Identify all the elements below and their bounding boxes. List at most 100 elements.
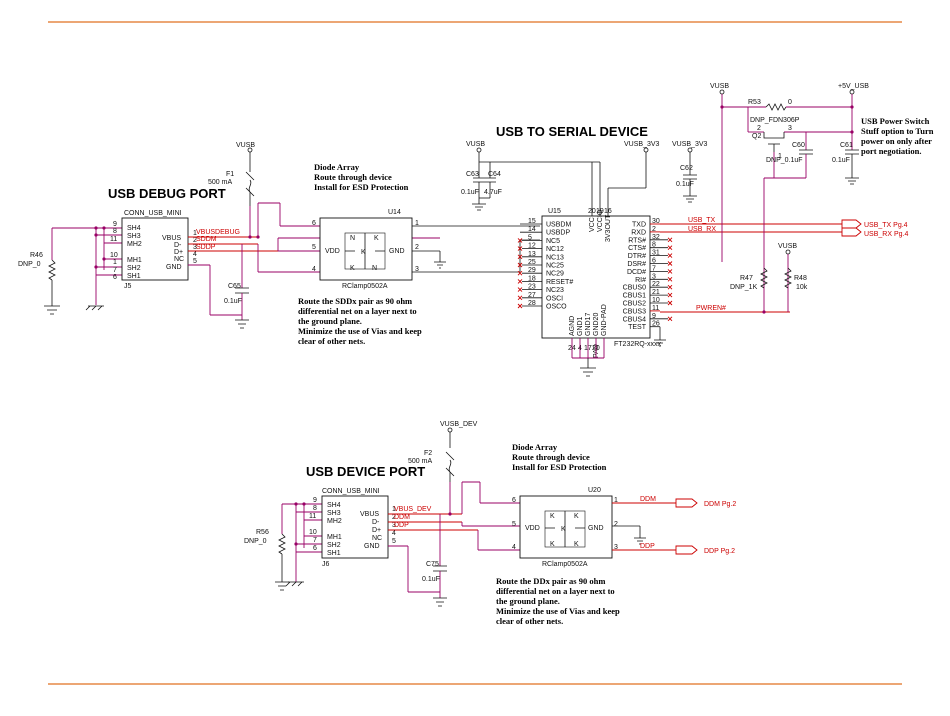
- q2-pin: 3: [788, 125, 792, 132]
- u14-pin: 6: [312, 220, 316, 227]
- pin-num: 8: [313, 505, 317, 512]
- u15-right-pin-num: 8: [652, 242, 656, 249]
- u14-pin: 2: [415, 244, 419, 251]
- debug-diode-note-2: Route through device: [314, 172, 392, 182]
- pin-num: 5: [392, 538, 396, 545]
- svg-text:K: K: [361, 249, 366, 256]
- r46-ref: R46: [30, 252, 43, 259]
- device-diode-note-1: Diode Array: [512, 442, 558, 452]
- top-pin-num: 20: [588, 208, 596, 215]
- pin-num: 8: [113, 228, 117, 235]
- pin-num: 9: [313, 497, 317, 504]
- u15-left-pin-name: RESET#: [546, 279, 573, 286]
- debug-route-note-1: Route the SDDx pair as 90 ohm: [298, 296, 412, 306]
- net-ddp: DDP: [394, 522, 409, 529]
- r47-value: DNP_1K: [730, 284, 758, 291]
- u15-right-pin-name: DCD#: [627, 269, 646, 276]
- pin-num: 9: [113, 221, 117, 228]
- power-note-4: port negotiation.: [861, 146, 921, 156]
- serial-3v3-b: VUSB_3V3: [672, 141, 708, 148]
- pin-num: 11: [110, 236, 117, 243]
- pin-num: 10: [110, 252, 118, 259]
- bottom-pin: GND1: [577, 316, 584, 336]
- no-connect-mark: [667, 237, 673, 243]
- svg-text:K: K: [350, 265, 355, 272]
- c60-ref: C60: [792, 142, 805, 149]
- u14-pin: 1: [415, 220, 419, 227]
- u15-part: FT232RQ-xxxx: [614, 341, 662, 348]
- device-route-note-2: differential net on a layer next to: [496, 586, 615, 596]
- debug-diode-note-3: Install for ESD Protection: [314, 182, 409, 192]
- u15-top-pins: VCC VCCIO 3V3OUT 20 19 16: [588, 208, 612, 242]
- u15-right-pin-num: 3: [652, 273, 656, 280]
- u20-ddp-net: DDP: [640, 543, 655, 550]
- pin-name: SH1: [327, 550, 341, 557]
- q2-pin: 2: [757, 125, 761, 132]
- u14-pin: 4: [312, 266, 316, 273]
- no-connect-mark: [517, 287, 523, 292]
- u15-left-pin-name: NC5: [546, 238, 560, 245]
- offpage-ddp: DDP Pg.2: [704, 548, 735, 555]
- debug-diode-note-1: Diode Array: [314, 162, 360, 172]
- u15-left-pin-num: 25: [528, 259, 536, 266]
- debug-route-note-5: clear of other nets.: [298, 336, 365, 346]
- no-connect-mark: [667, 276, 673, 282]
- device-diode-note-2: Route through device: [512, 452, 590, 462]
- no-connect-mark: [667, 253, 673, 258]
- r48-value: 10k: [796, 284, 808, 291]
- u15-left-pin-name: NC25: [546, 263, 564, 270]
- serial-vusb-r: VUSB: [778, 243, 797, 250]
- u15-left-pin-num: 28: [528, 300, 536, 307]
- u14-part: RClamp0502A: [342, 283, 388, 290]
- u15-right-pin-name: CBUS4: [623, 316, 646, 323]
- f1-value: 500 mA: [208, 179, 232, 186]
- j6-connector: [321, 495, 389, 559]
- power-5v: +5V_USB: [838, 83, 869, 90]
- c65-value: 0.1uF: [224, 298, 242, 305]
- no-connect-mark: [667, 292, 673, 298]
- u20-pin: 4: [512, 544, 516, 551]
- u15-ref: U15: [548, 208, 561, 215]
- pin-num: 11: [309, 513, 316, 520]
- pin-num: 6: [313, 545, 317, 552]
- pin-num: 4: [392, 530, 396, 537]
- u15-left-pin-num: 18: [528, 275, 536, 282]
- u14-ref: U14: [388, 209, 401, 216]
- device-route-note-1: Route the DDx pair as 90 ohm: [496, 576, 605, 586]
- debug-route-note-3: the ground plane.: [298, 316, 362, 326]
- u14-pin: 3: [415, 266, 419, 273]
- power-note-2: Stuff option to Turn: [861, 126, 934, 136]
- u15-right-pin-num: 6: [652, 258, 656, 265]
- pin-name: D+: [372, 527, 381, 534]
- pin-name: VBUS: [162, 235, 181, 242]
- pin-name: D-: [372, 519, 380, 526]
- u15-left-pin-name: USBDP: [546, 230, 570, 237]
- usb-device-port-section: USB DEVICE PORT R56 DNP_0 CONN_USB_MINI …: [244, 421, 736, 626]
- u20-pin: 1: [614, 497, 618, 504]
- net-usb-rx: USB_RX: [688, 226, 716, 233]
- device-diode-note-3: Install for ESD Protection: [512, 462, 607, 472]
- u15-right-pin-name: RXD: [631, 229, 646, 236]
- pin-name: SH4: [127, 225, 141, 232]
- q2-ref: Q2: [752, 133, 761, 140]
- no-connect-mark: [667, 245, 673, 251]
- u20-pin: 2: [614, 521, 618, 528]
- u20-vdd: VDD: [525, 525, 540, 532]
- svg-text:N: N: [350, 235, 355, 242]
- j5-name: CONN_USB_MINI: [124, 210, 182, 217]
- u15-right-pin-name: TXD: [632, 222, 646, 229]
- net-vbusdebug: VBUSDEBUG: [196, 229, 240, 236]
- u15-right-pin-name: RI#: [635, 277, 646, 284]
- pin-name: NC: [372, 535, 382, 542]
- svg-text:K: K: [550, 513, 555, 520]
- usb-to-serial-section: USB TO SERIAL DEVICE VUSB C63 C64 0.1uF …: [461, 124, 908, 377]
- c61-ref: C61: [840, 142, 853, 149]
- svg-text:K: K: [574, 541, 579, 548]
- u15-right-pin-num: 10: [652, 297, 660, 304]
- net-pwren: PWREN#: [696, 305, 726, 312]
- c64-value: 4.7uF: [484, 189, 502, 196]
- u15-right-pin-name: CBUS2: [623, 301, 646, 308]
- r53-ref: R53: [748, 99, 761, 106]
- net-ddm: DDM: [394, 514, 410, 521]
